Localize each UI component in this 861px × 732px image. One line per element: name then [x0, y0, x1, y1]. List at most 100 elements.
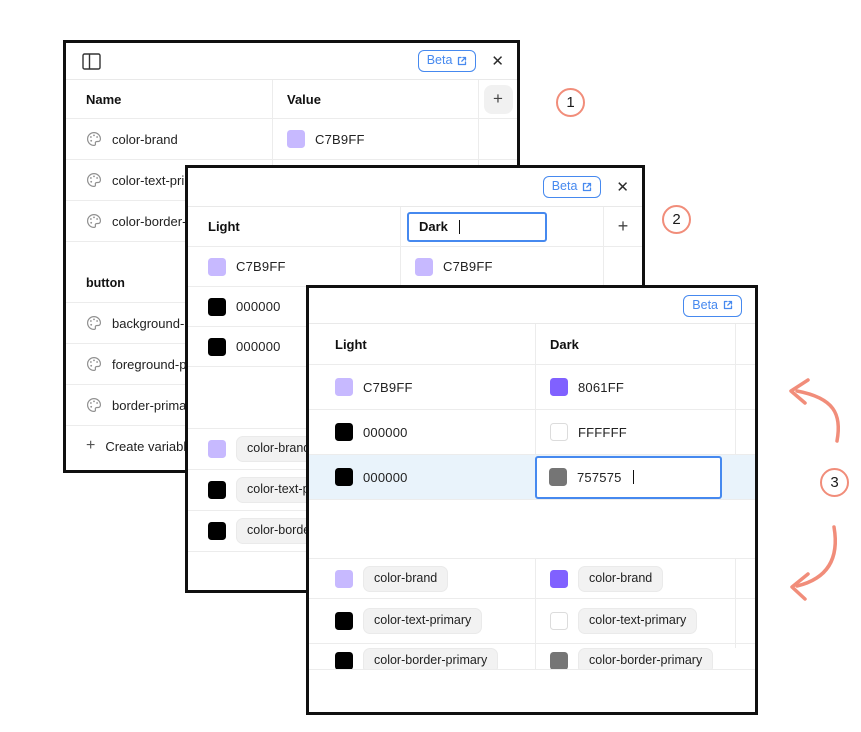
close-icon[interactable]: ✕	[616, 178, 629, 196]
panel3-header: Beta	[309, 288, 755, 323]
variable-chip[interactable]: color-brand	[363, 565, 449, 592]
step-badge-2: 2	[662, 205, 691, 234]
light-value-cell[interactable]: 000000	[309, 410, 535, 454]
external-link-icon	[458, 56, 467, 65]
color-swatch	[335, 612, 353, 630]
hex-value: 000000	[363, 424, 408, 440]
text-caret	[632, 470, 635, 484]
mode-name-input-value: Dark	[419, 219, 448, 234]
color-swatch	[208, 257, 226, 276]
light-value-cell[interactable]: 000000	[309, 455, 535, 499]
beta-badge-label: Beta	[426, 53, 453, 67]
color-swatch	[550, 423, 568, 441]
color-swatch	[335, 468, 353, 486]
table-row-selected: 000000 757575	[309, 455, 755, 500]
table-row: C7B9FF 8061FF	[309, 365, 755, 410]
curved-arrow-up-icon	[795, 389, 841, 443]
variable-chip[interactable]: color-brand	[578, 565, 664, 592]
color-swatch	[549, 468, 567, 486]
variable-value-cell[interactable]: C7B9FF	[272, 119, 478, 159]
hex-value: 000000	[236, 299, 281, 314]
light-value-cell[interactable]: color-border-primary	[309, 644, 535, 669]
dark-value-cell: 757575	[535, 455, 735, 499]
beta-badge[interactable]: Beta	[417, 50, 477, 72]
panel2-header: Beta ✕	[188, 168, 642, 207]
light-value-cell[interactable]: 000000	[188, 327, 400, 366]
create-variable-button[interactable]: + Create variable	[66, 426, 517, 466]
table-gap	[309, 500, 755, 559]
light-value-cell[interactable]: C7B9FF	[188, 247, 400, 286]
color-swatch	[550, 612, 568, 630]
hex-value: C7B9FF	[443, 259, 493, 274]
light-value-cell[interactable]: 000000	[188, 287, 400, 326]
table-row: color-brand color-brand	[309, 559, 755, 599]
add-mode-button[interactable]: +	[483, 84, 513, 114]
arrowhead-icon	[789, 378, 810, 405]
beta-badge[interactable]: Beta	[542, 176, 602, 198]
table-row: color-text-primary color-text-primary	[309, 599, 755, 644]
color-swatch	[550, 378, 568, 396]
column-header-value: Value	[287, 91, 321, 107]
hex-value: 000000	[236, 339, 281, 354]
hex-value: C7B9FF	[315, 131, 365, 147]
variable-name-cell[interactable]: color-brand	[66, 119, 272, 159]
hex-value: 8061FF	[578, 379, 625, 395]
step-badge-1: 1	[556, 88, 585, 117]
color-swatch	[550, 569, 568, 588]
hex-value-input[interactable]: 757575	[535, 455, 722, 499]
color-swatch	[208, 440, 226, 458]
close-icon[interactable]: ✕	[491, 52, 504, 70]
dark-value-cell[interactable]: 8061FF	[535, 365, 735, 409]
color-palette-icon	[87, 397, 102, 413]
dark-value-cell[interactable]: color-text-primary	[535, 599, 735, 643]
variable-chip[interactable]: color-text-primary	[363, 608, 483, 634]
variable-name: color-brand	[112, 131, 178, 147]
dark-value-cell[interactable]: C7B9FF	[400, 247, 603, 286]
create-variable-label: Create variable	[105, 438, 194, 454]
color-swatch	[208, 481, 226, 499]
curved-arrow-down-icon	[795, 525, 837, 588]
step-number: 3	[830, 474, 839, 491]
column-header-dark[interactable]: Dark	[550, 336, 579, 352]
color-palette-icon	[87, 131, 102, 147]
color-swatch	[550, 652, 568, 669]
table-row: color-border-primary color-border-primar…	[309, 644, 755, 670]
variable-chip[interactable]: color-border-primary	[363, 648, 499, 669]
beta-badge-label: Beta	[692, 297, 718, 312]
variable-name-cell[interactable]: border-primary	[66, 385, 272, 425]
color-palette-icon	[87, 356, 102, 372]
color-palette-icon	[87, 315, 102, 331]
panel1-column-header-row: Name Value +	[66, 80, 517, 119]
dark-value-cell[interactable]: FFFFFF	[535, 410, 735, 454]
beta-badge[interactable]: Beta	[683, 294, 742, 317]
toggle-sidebar-icon[interactable]	[82, 52, 101, 70]
hex-value: FFFFFF	[578, 424, 627, 440]
add-mode-button[interactable]: +	[617, 216, 629, 236]
color-swatch	[208, 297, 226, 316]
table-row: color-brand C7B9FF	[66, 119, 517, 160]
light-value-cell[interactable]: color-brand	[309, 559, 535, 598]
color-palette-icon	[87, 172, 102, 188]
color-swatch	[335, 569, 353, 588]
table-row: 000000 FFFFFF	[309, 410, 755, 455]
group-label: button	[86, 276, 125, 290]
variable-chip[interactable]: color-text-primary	[578, 608, 698, 634]
column-header-name: Name	[86, 91, 122, 107]
variables-panel-3: Beta Light Dark C7B9FF 8061FF	[306, 285, 758, 715]
table-row: C7B9FF C7B9FF	[188, 247, 642, 287]
panel1-header: Beta ✕	[66, 43, 517, 80]
external-link-icon	[583, 182, 592, 191]
color-swatch	[335, 378, 353, 396]
external-link-icon	[723, 300, 733, 310]
light-value-cell[interactable]: C7B9FF	[309, 365, 535, 409]
mode-name-input[interactable]: Dark	[407, 211, 547, 242]
dark-value-cell[interactable]: color-border-primary	[535, 644, 735, 669]
dark-value-cell[interactable]: color-brand	[535, 559, 735, 598]
color-swatch	[335, 652, 353, 669]
color-swatch	[415, 257, 433, 276]
color-swatch	[335, 423, 353, 441]
light-value-cell[interactable]: color-text-primary	[309, 599, 535, 643]
arrowhead-icon	[790, 572, 810, 601]
variable-chip[interactable]: color-border-primary	[578, 648, 714, 669]
